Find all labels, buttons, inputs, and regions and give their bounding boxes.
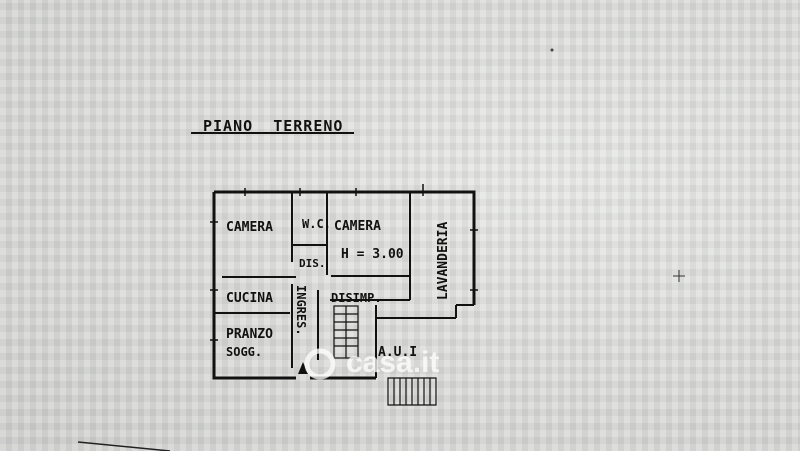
speck bbox=[550, 48, 554, 52]
room-label-pranzo: PRANZO bbox=[226, 327, 273, 342]
interior-stairs bbox=[333, 305, 359, 359]
room-label-aui: A.U.I bbox=[378, 345, 417, 360]
room-label-lavanderia: LAVANDERIA bbox=[436, 222, 451, 300]
room-label-sogg: SOGG. bbox=[226, 345, 262, 359]
interior-walls bbox=[214, 192, 411, 378]
exterior-stairs bbox=[387, 377, 437, 406]
crosshair-icon bbox=[673, 270, 685, 282]
room-label-ingres: INGRES. bbox=[294, 285, 308, 336]
room-label-disimp: DISIMP. bbox=[331, 291, 382, 305]
watermark: casa.it bbox=[304, 346, 439, 380]
room-label-camera-right: CAMERA bbox=[334, 219, 381, 234]
room-label-cucina: CUCINA bbox=[226, 291, 273, 306]
room-label-camera-left: CAMERA bbox=[226, 220, 273, 235]
room-label-wc: W.C. bbox=[302, 217, 331, 231]
window-markers bbox=[210, 184, 478, 341]
watermark-logo-icon bbox=[304, 348, 336, 380]
screen-edge-line bbox=[77, 441, 171, 451]
room-height-label: H = 3.00 bbox=[341, 247, 404, 262]
watermark-text: casa.it bbox=[346, 346, 439, 379]
room-label-dis: DIS. bbox=[299, 257, 326, 270]
plan-title: PIANO TERRENO bbox=[203, 117, 343, 135]
entrance-arrow-icon bbox=[298, 362, 308, 374]
